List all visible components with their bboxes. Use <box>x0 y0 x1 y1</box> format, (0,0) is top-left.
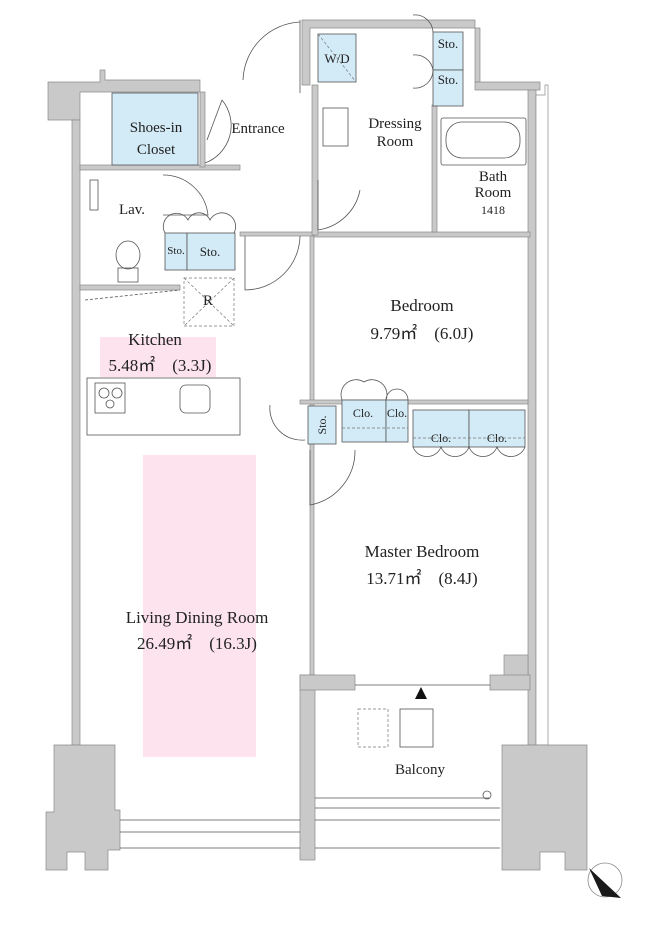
living-highlight <box>143 455 256 757</box>
lavatory-label: Lav. <box>118 202 146 218</box>
bedroom-label: Bedroom <box>390 296 454 315</box>
shoes-closet-label-2: Closet <box>136 142 176 158</box>
closet-label: Clo. <box>430 431 452 445</box>
storage-label: Sto. <box>437 72 459 87</box>
north-arrow-icon <box>587 862 623 898</box>
bath-room-label-2: Room <box>474 185 512 201</box>
refrigerator-label: R <box>202 293 214 309</box>
master-bedroom-area: 13.71㎡ (8.4J) <box>366 569 478 588</box>
living-dining-area: 26.49㎡ (16.3J) <box>137 634 257 653</box>
storage-label: Sto. <box>437 36 459 51</box>
bedroom-area: 9.79㎡ (6.0J) <box>370 324 474 343</box>
living-dining-label: Living Dining Room <box>125 608 269 627</box>
balcony-label: Balcony <box>395 762 445 778</box>
kitchen-label: Kitchen <box>128 330 182 349</box>
storage-label: Sto. <box>167 245 185 257</box>
storage-areas <box>111 31 526 448</box>
storage-label: Sto. <box>315 415 329 435</box>
bath-size-label: 1418 <box>481 203 505 217</box>
kitchen-highlight <box>100 337 216 377</box>
wd-label: W/D <box>324 51 350 66</box>
storage-label: Sto. <box>199 244 221 259</box>
dressing-room-label-2: Room <box>376 134 414 150</box>
closet-label: Clo. <box>386 406 408 420</box>
master-bedroom-label: Master Bedroom <box>364 542 480 561</box>
bath-room-label: Bath <box>478 169 508 185</box>
shoes-closet-label: Shoes-in <box>129 120 183 136</box>
closet-label: Clo. <box>486 431 508 445</box>
closet-label: Clo. <box>352 406 374 420</box>
entrance-label: Entrance <box>231 121 285 137</box>
kitchen-area: 5.48㎡ (3.3J) <box>108 356 212 375</box>
entrance-marker-icon <box>415 687 427 699</box>
dressing-room-label: Dressing <box>368 116 422 132</box>
fixtures <box>84 14 527 849</box>
walls <box>45 19 588 871</box>
